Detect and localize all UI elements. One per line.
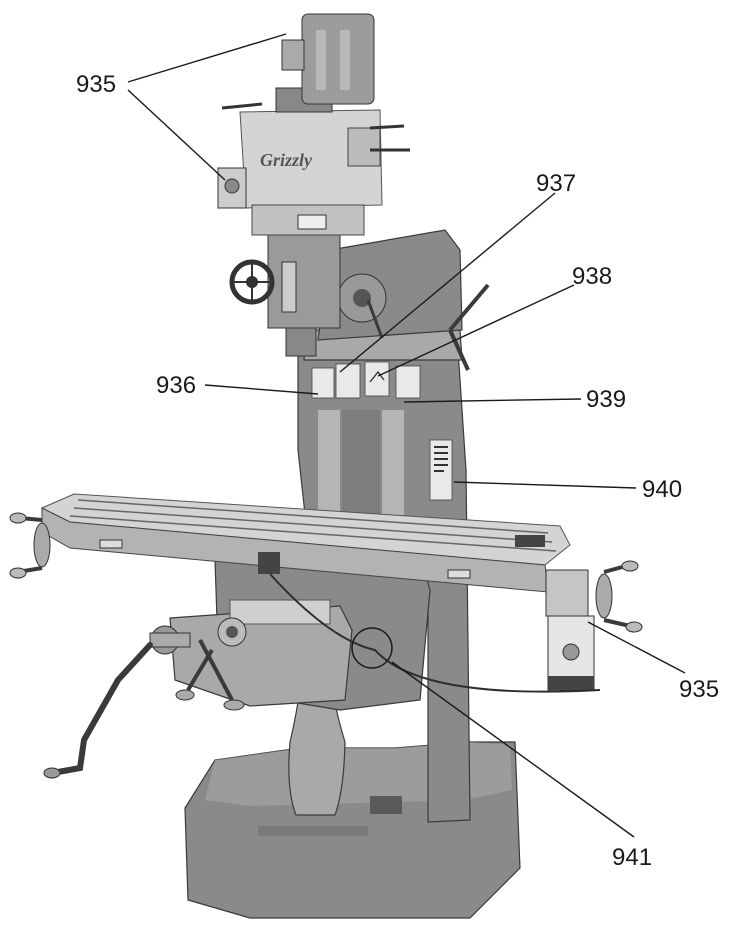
column-slot-left (318, 410, 340, 520)
table-power-feed-box (258, 552, 280, 574)
quill-nose (285, 327, 317, 357)
quill-housing (267, 227, 341, 329)
table-handwheel-right (595, 573, 613, 619)
speed-dial (297, 214, 327, 230)
table-handwheel-left (33, 522, 51, 568)
label-941-location-circle (351, 627, 393, 669)
brand-logo: Grizzly (260, 150, 313, 170)
main-column (297, 349, 471, 823)
base-slot (258, 826, 368, 836)
head-handle-right (369, 124, 405, 130)
callout-936: 936 (156, 372, 196, 399)
table-stop-left (99, 539, 123, 549)
column-center-strip (342, 410, 380, 520)
decal-937 (335, 363, 361, 399)
saddle-lever (198, 639, 234, 701)
base-plate-square (370, 796, 402, 814)
callout-940: 940 (642, 476, 682, 503)
power-feed-cable (269, 573, 601, 693)
table-t-slot-2 (73, 507, 553, 543)
callout-935-top: 935 (76, 71, 116, 98)
leader-lines (127, 33, 686, 838)
saddle-slide (229, 599, 331, 625)
decal-938 (364, 361, 390, 397)
callout-939: 939 (586, 386, 626, 413)
callout-941: 941 (612, 844, 652, 871)
table-t-slot-3 (69, 515, 557, 552)
head-handle-left (221, 102, 263, 110)
callout-937: 937 (536, 170, 576, 197)
decal-938-arrow (369, 370, 385, 383)
table-right-bearing (545, 569, 589, 617)
milling-machine-illustration: Grizzly (9, 13, 643, 919)
callout-938: 938 (572, 263, 612, 290)
table-t-slot-1 (77, 499, 549, 534)
table-stop-right (447, 569, 471, 579)
decal-936 (311, 367, 335, 399)
column-slot-right (382, 410, 404, 520)
decal-939 (395, 365, 421, 399)
callout-labels: 935 937 938 936 939 940 935 941 (76, 71, 719, 871)
motor-body (301, 13, 375, 105)
feed-shaft (149, 632, 191, 648)
lock-lever-right (448, 283, 490, 332)
saddle (169, 605, 353, 707)
callout-935-right: 935 (679, 676, 719, 703)
knee-crank-handle (55, 642, 153, 775)
motor-junction-box (281, 39, 305, 71)
quill-sight-glass (281, 261, 297, 313)
head-side-box (347, 127, 381, 167)
table-end-block (515, 535, 545, 547)
